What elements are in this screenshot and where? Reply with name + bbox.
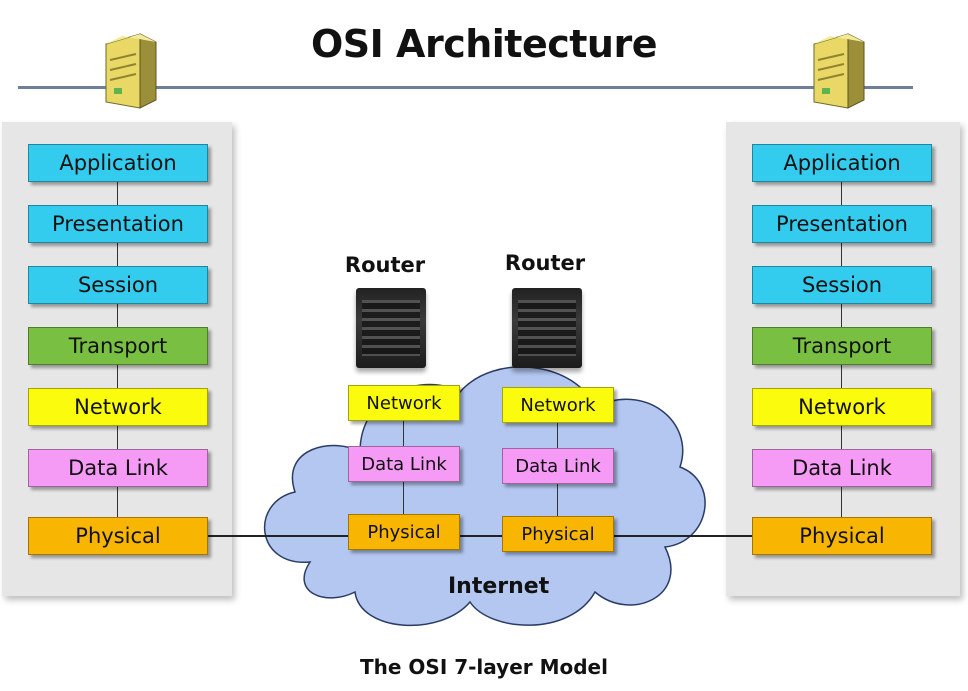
router-2-label: Router — [504, 251, 586, 275]
right-layer-session: Session — [752, 266, 932, 304]
link-router2-to-right — [614, 535, 754, 537]
diagram-title: OSI Architecture — [311, 22, 658, 66]
router-2-icon — [512, 288, 582, 368]
right-layer-physical: Physical — [752, 517, 932, 555]
router-1-label: Router — [344, 253, 426, 277]
left-server-icon — [105, 33, 157, 109]
left-layer-transport: Transport — [28, 327, 208, 365]
right-layer-application: Application — [752, 144, 932, 182]
left-layer-network: Network — [28, 388, 208, 426]
router-2-layer-physical: Physical — [502, 516, 614, 552]
router-1-layer-physical: Physical — [348, 514, 460, 550]
diagram-caption: The OSI 7-layer Model — [360, 655, 608, 679]
router-1-icon — [356, 288, 426, 368]
router-1-layer-data-link: Data Link — [348, 446, 460, 482]
right-layer-transport: Transport — [752, 327, 932, 365]
title-rule — [18, 86, 913, 89]
left-layer-application: Application — [28, 144, 208, 182]
link-router1-to-router2 — [460, 535, 505, 537]
internet-cloud — [263, 366, 706, 627]
router-2-layer-network: Network — [502, 387, 614, 423]
right-layer-data-link: Data Link — [752, 449, 932, 487]
internet-label: Internet — [448, 574, 550, 599]
left-layer-session: Session — [28, 266, 208, 304]
right-layer-presentation: Presentation — [752, 205, 932, 243]
left-layer-presentation: Presentation — [28, 205, 208, 243]
link-left-to-router1 — [206, 535, 350, 537]
router-2-layer-data-link: Data Link — [502, 448, 614, 484]
right-server-icon — [813, 33, 865, 109]
right-layer-network: Network — [752, 388, 932, 426]
left-layer-data-link: Data Link — [28, 449, 208, 487]
left-layer-physical: Physical — [28, 517, 208, 555]
router-1-layer-network: Network — [348, 385, 460, 421]
